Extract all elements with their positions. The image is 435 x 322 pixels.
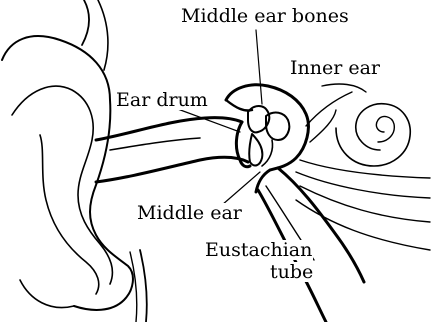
middle-ear-chamber	[226, 85, 308, 192]
bones-pointer-line	[256, 30, 262, 104]
pinna-inner-fold	[12, 86, 112, 284]
head-side-line	[98, 0, 108, 70]
label-eustachian-line2: tube	[269, 262, 314, 282]
inner-ear-arc	[322, 84, 366, 92]
label-inner-ear: Inner ear	[289, 58, 381, 78]
pinna-outer-outline	[2, 36, 133, 310]
ossicle-stapes	[249, 134, 262, 165]
ear-canal-upper-wall	[96, 118, 242, 140]
label-ear-drum: Ear drum	[115, 90, 209, 110]
ossicle-connection	[262, 140, 273, 166]
inner-ear-canal-2	[310, 110, 336, 142]
ear-canal-inner-curve	[110, 138, 200, 150]
label-middle-ear-bones: Middle ear bones	[180, 6, 350, 26]
ear-canal-lower-wall	[96, 157, 248, 182]
cochlea-outer-spiral	[336, 104, 410, 166]
inner-ear-canal-1	[306, 92, 352, 126]
scalp-line	[82, 0, 89, 45]
pinna-lobe	[20, 280, 74, 308]
neck-line	[140, 250, 147, 322]
middle-ear-chamber-top	[226, 100, 252, 111]
cochlea-inner-spiral	[376, 117, 394, 142]
label-middle-ear: Middle ear	[136, 203, 243, 223]
inner-ear-canal-3	[300, 160, 430, 178]
middle-ear-pointer-line	[222, 172, 260, 205]
label-eustachian-line1: Eustachian	[204, 240, 313, 260]
